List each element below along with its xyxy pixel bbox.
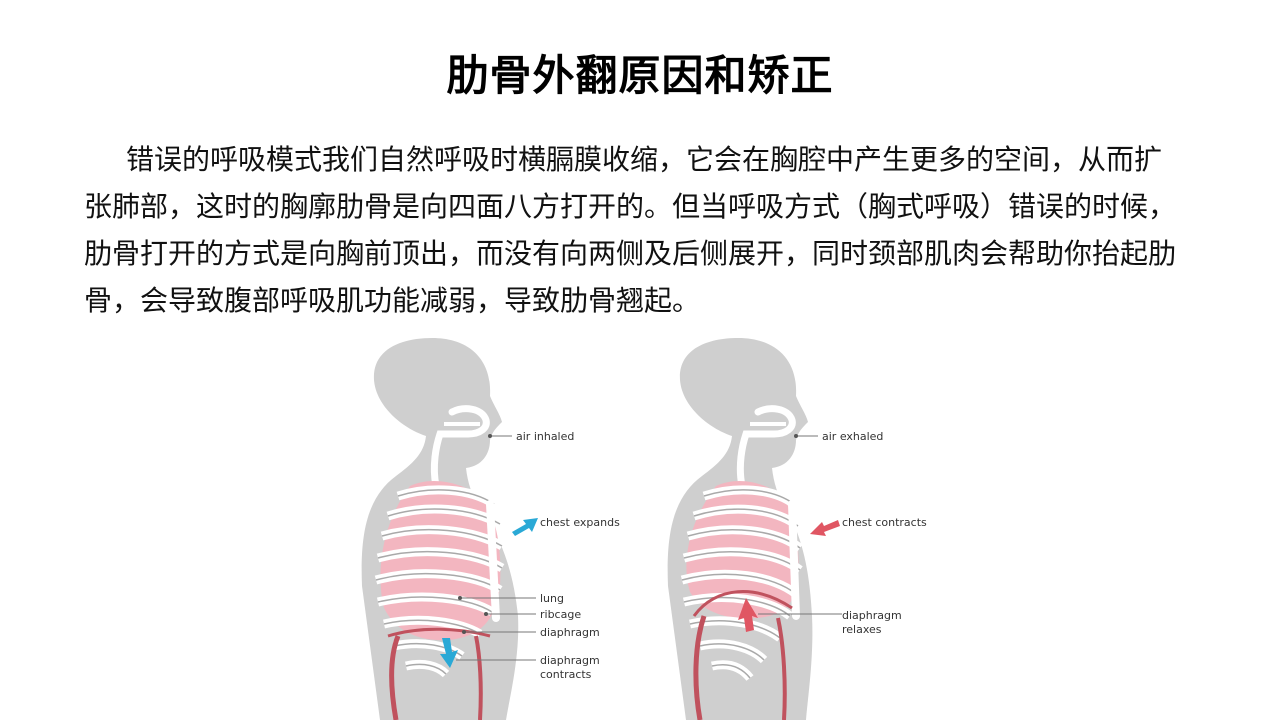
label-air-inhaled: air inhaled <box>516 430 574 443</box>
exhale-figure: air exhaled chest contracts diaphragm re… <box>667 338 927 720</box>
inhale-diaphragm-dot <box>462 630 466 634</box>
inhale-artery <box>389 635 401 720</box>
body-paragraph: 错误的呼吸模式我们自然呼吸时横膈膜收缩，它会在胸腔中产生更多的空间，从而扩张肺部… <box>84 143 1177 317</box>
inhale-sternum <box>486 500 500 622</box>
exhale-chest-contracts-arrow <box>810 520 840 536</box>
exhale-diaphragm-relaxes-arrow <box>738 598 758 632</box>
exhale-diaphragm <box>692 590 793 617</box>
inhale-lung-dot <box>458 596 462 600</box>
exhale-leader-lines <box>758 435 842 615</box>
inhale-diaphragm <box>387 627 491 638</box>
label-diaphragm-contracts-2: contracts <box>540 668 592 681</box>
label-lung: lung <box>540 592 564 605</box>
breathing-diagram: air inhaled chest expands lung ribcage d… <box>361 338 927 720</box>
inhale-ribcage-dot <box>484 612 488 616</box>
exhale-air-dot <box>794 434 798 438</box>
exhale-airway <box>736 405 796 490</box>
label-diaphragm-relaxes-2: relaxes <box>842 623 882 636</box>
slide-title: 肋骨外翻原因和矫正 <box>446 51 834 100</box>
label-chest-contracts: chest contracts <box>842 516 927 529</box>
inhale-diaphragm-contracts-arrow <box>440 638 458 668</box>
label-diaphragm-relaxes-1: diaphragm <box>842 609 902 622</box>
label-diaphragm: diaphragm <box>540 626 600 639</box>
inhale-ribcage <box>374 485 505 678</box>
inhale-aorta <box>474 635 483 720</box>
inhale-figure: air inhaled chest expands lung ribcage d… <box>361 338 620 720</box>
exhale-aorta <box>776 617 787 720</box>
label-diaphragm-contracts-1: diaphragm <box>540 654 600 667</box>
inhale-air-dot <box>488 434 492 438</box>
inhale-chest-expands-arrow <box>512 518 538 536</box>
inhale-leader-lines <box>456 435 536 661</box>
label-chest-expands: chest expands <box>540 516 620 529</box>
inhale-airway <box>430 405 490 490</box>
exhale-artery <box>693 615 707 720</box>
label-ribcage: ribcage <box>540 608 581 621</box>
exhale-sternum <box>788 500 800 620</box>
label-air-exhaled: air exhaled <box>822 430 883 443</box>
